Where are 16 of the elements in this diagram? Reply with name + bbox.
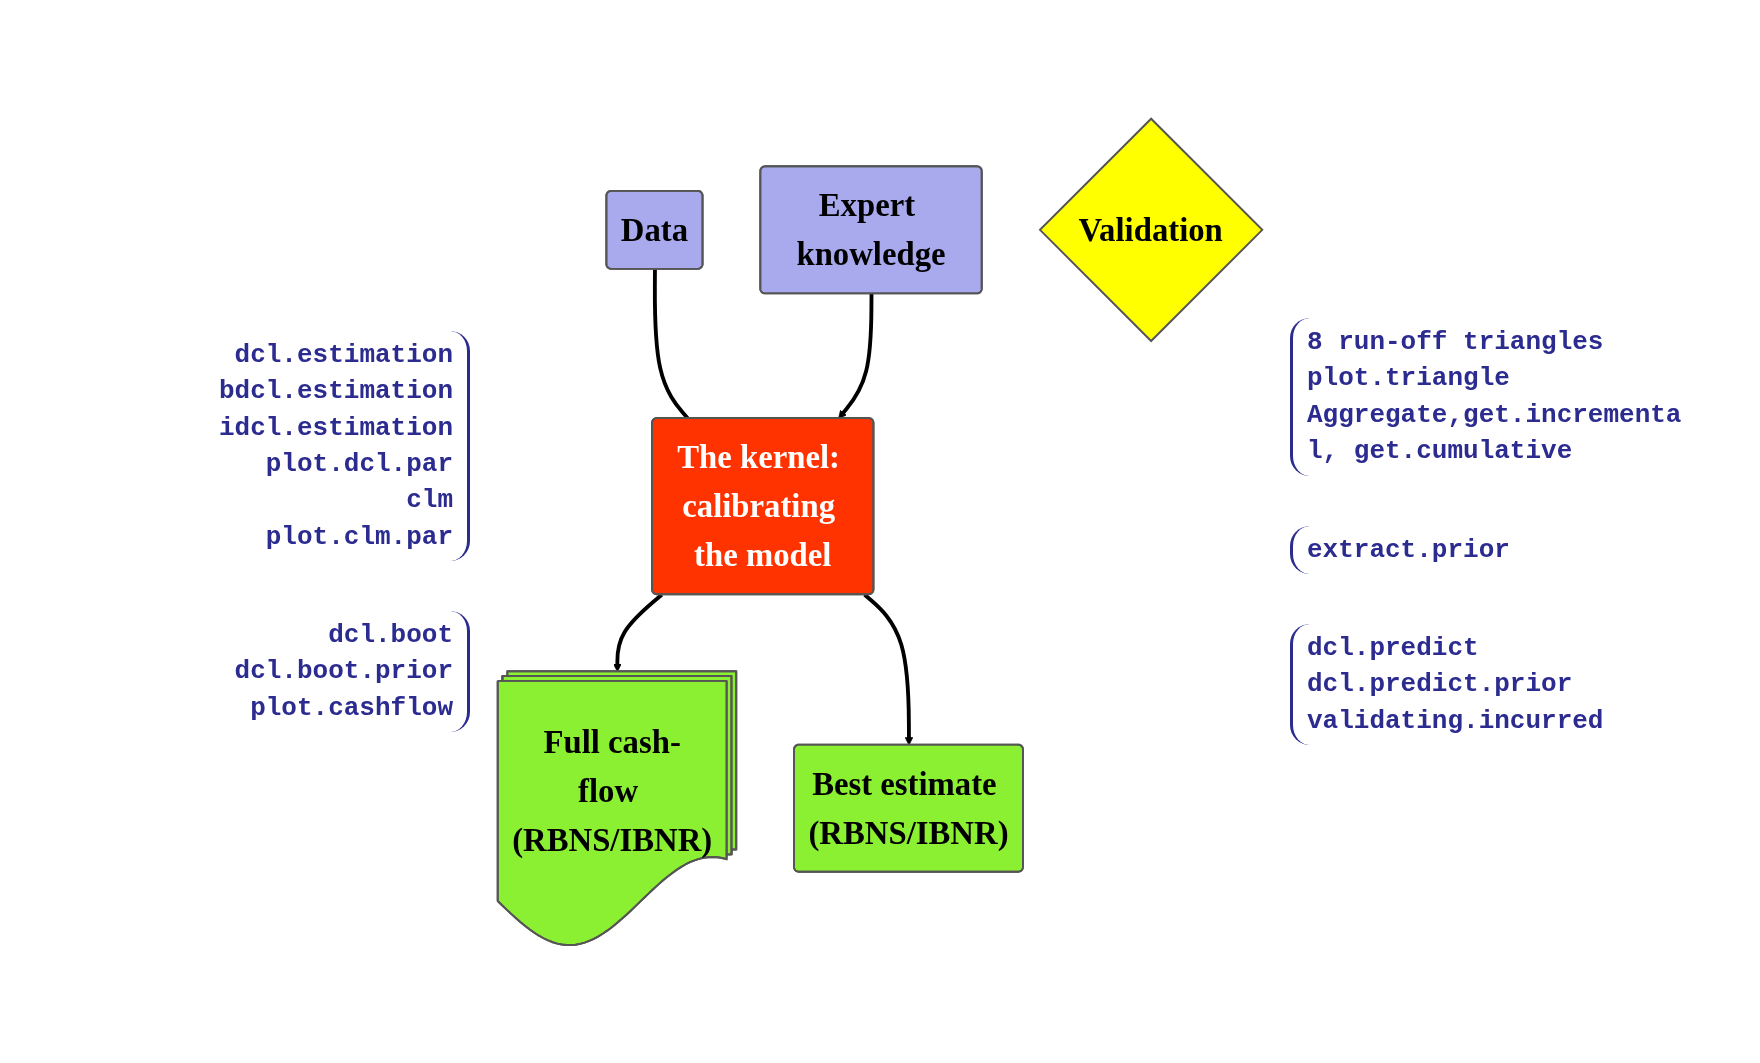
function-name: dcl.boot.prior — [233, 655, 453, 689]
function-name: plot.cashflow — [249, 691, 453, 725]
function-name: plot.dcl.par — [264, 447, 453, 481]
function-name: dcl.boot — [327, 619, 453, 653]
function-name: dcl.estimation — [233, 338, 453, 372]
function-name: bdcl.estimation — [217, 375, 453, 409]
function-name: idcl.estimation — [217, 411, 453, 445]
function-name: extract.prior — [1307, 533, 1511, 567]
function-name: plot.triangle — [1307, 362, 1511, 396]
function-name: 8 run-off triangles — [1307, 325, 1605, 359]
function-name: dcl.predict — [1307, 631, 1480, 665]
function-name: validating.incurred — [1307, 704, 1605, 738]
function-name: dcl.predict.prior — [1307, 668, 1574, 702]
function-name: Aggregate,get.incremental, get.cumulative — [1307, 398, 1683, 469]
function-name: clm — [405, 484, 453, 518]
function-name: plot.clm.par — [264, 520, 453, 554]
